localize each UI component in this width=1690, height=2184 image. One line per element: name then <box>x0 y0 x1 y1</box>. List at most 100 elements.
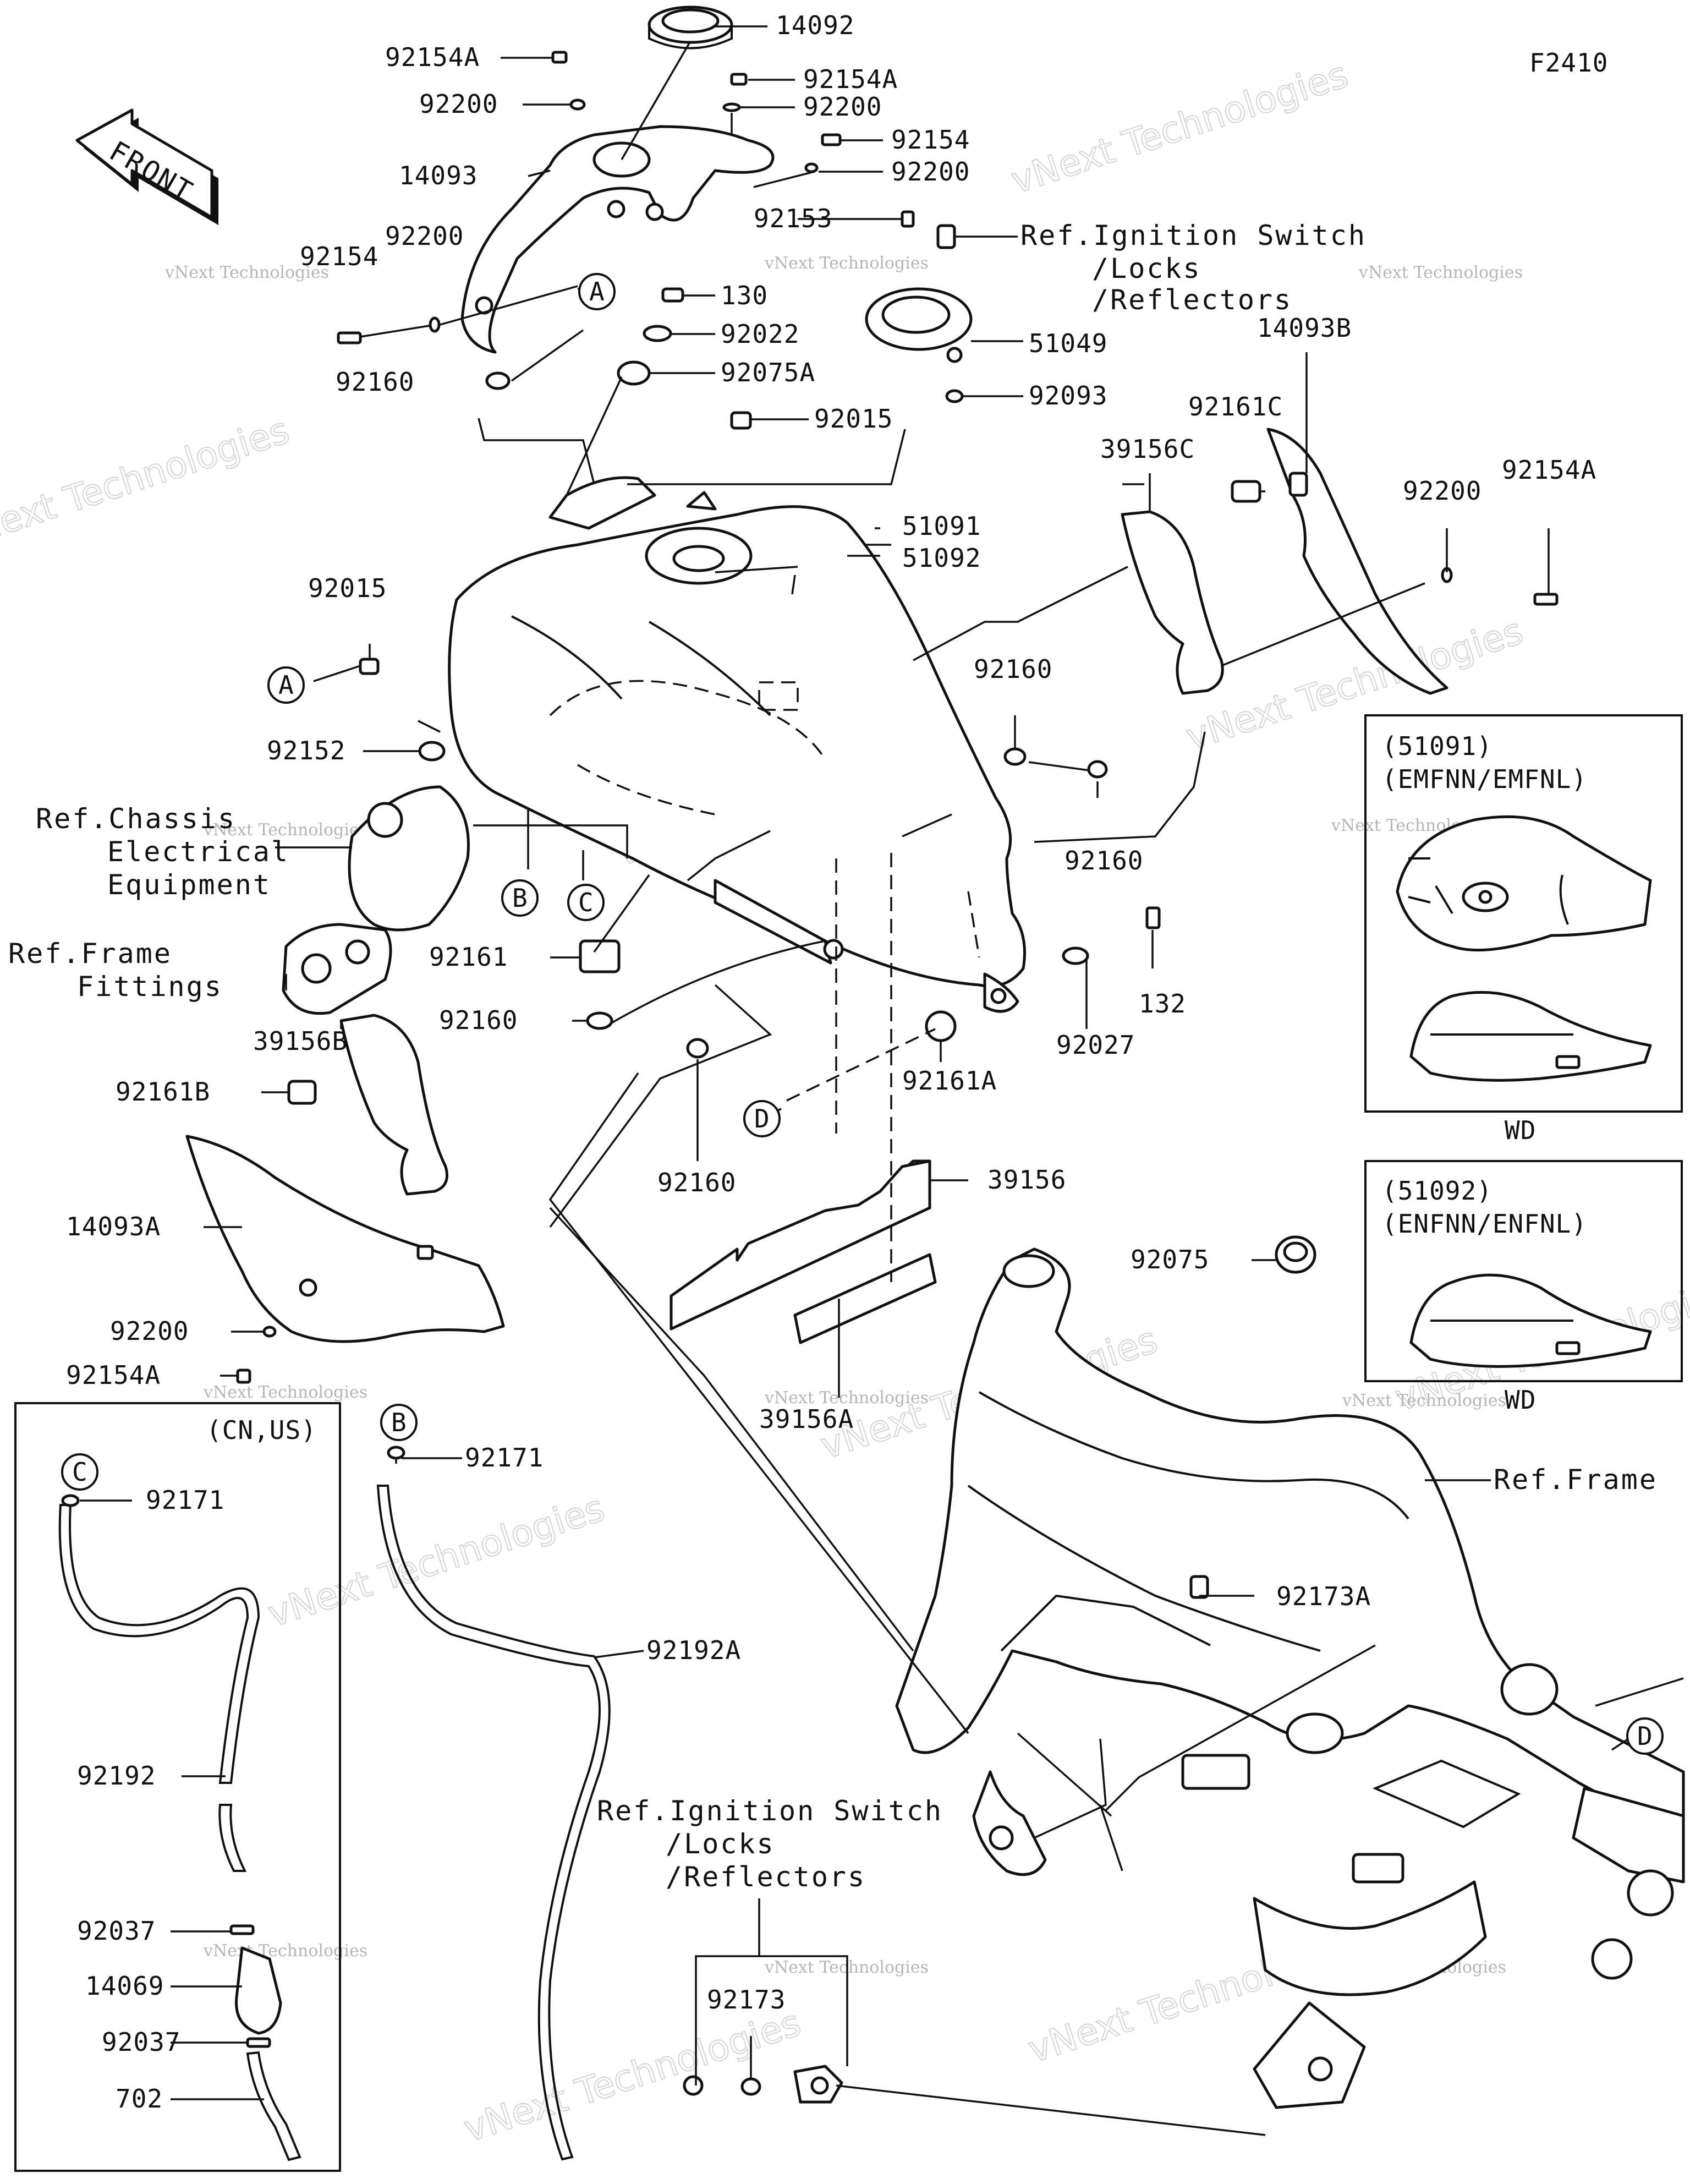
pad-39156-part <box>670 1159 931 1331</box>
bolt-92154-top <box>821 133 842 146</box>
part-number-39156B: 39156B <box>253 1026 348 1056</box>
grommet-92152 <box>418 741 446 762</box>
damper-92161A <box>925 1010 957 1042</box>
variant-51092-code: (51092) <box>1382 1176 1493 1206</box>
hose-92192A <box>376 1485 611 2161</box>
svg-text:Ref.Chassis: Ref.Chassis <box>36 803 236 835</box>
washer-92022 <box>643 325 672 342</box>
ref-chassis-electrical: Ref.Chassis Electrical Equipment <box>36 803 289 901</box>
watermark-9: vNext Technologies <box>1342 1391 1506 1410</box>
part-number-92161C: 92161C <box>1188 392 1283 422</box>
part-number-92154A: 92154A <box>1502 455 1596 485</box>
washer-92173 <box>740 2077 761 2096</box>
part-number-92171: 92171 <box>465 1443 544 1473</box>
tank-upper-cover-part <box>460 125 775 354</box>
washer-92027 <box>1062 946 1089 965</box>
svg-text:Ref.Frame: Ref.Frame <box>8 938 172 970</box>
part-number-92015: 92015 <box>814 404 893 434</box>
part-number-92200: 92200 <box>891 157 970 187</box>
pad-39156B-part <box>339 1014 448 1196</box>
part-number-92154: 92154 <box>891 125 970 155</box>
part-number-92160: 92160 <box>336 367 414 397</box>
variant-51091-models: (EMFNN/EMFNL) <box>1382 764 1587 794</box>
left-side-cover-14093A-part <box>185 1135 505 1343</box>
connector-A-lower: A <box>267 666 305 704</box>
bolt-92173 <box>683 2075 704 2096</box>
part-number-92200: 92200 <box>385 221 464 251</box>
part-number-92171: 92171 <box>146 1485 224 1515</box>
part-number-92152: 92152 <box>267 736 345 765</box>
svg-text:C: C <box>578 888 594 917</box>
market-variant-box <box>14 1402 341 2172</box>
svg-text:/Locks: /Locks <box>1092 253 1201 284</box>
figure-code: F2410 <box>1529 48 1608 78</box>
part-number-14092: 14092 <box>776 10 854 40</box>
part-number-14093A: 14093A <box>66 1212 161 1241</box>
svg-text:Fittings: Fittings <box>77 971 223 1003</box>
connector-A-upper: A <box>578 273 616 310</box>
sensor-92173A <box>1189 1575 1209 1599</box>
washer-92200-top2 <box>722 102 741 112</box>
part-number-14093B: 14093B <box>1257 313 1352 343</box>
washer-92200-left <box>429 316 441 333</box>
part-number-92160: 92160 <box>657 1168 736 1197</box>
grommet-92015-top <box>730 411 752 430</box>
part-number-92161A: 92161A <box>902 1066 997 1096</box>
part-number-92160: 92160 <box>1065 846 1143 875</box>
bolt-92153 <box>901 210 915 228</box>
watermark-big-2: vNext Technologies <box>1006 53 1353 202</box>
part-number-92160: 92160 <box>439 1005 518 1035</box>
svg-text:/Locks: /Locks <box>666 1828 775 1860</box>
damper-92161B <box>287 1080 317 1105</box>
part-number-92022: 92022 <box>721 319 799 349</box>
connector-D-center: D <box>743 1100 781 1137</box>
part-number-92037: 92037 <box>77 1916 156 1946</box>
front-direction-arrow-icon: FRONT <box>75 108 218 225</box>
part-number-51092: 51092 <box>902 543 981 573</box>
svg-text:Electrical: Electrical <box>107 836 289 868</box>
part-number-92200: 92200 <box>419 89 498 119</box>
bolt-130 <box>661 287 684 303</box>
ref-ignition-switch-top: Ref.Ignition Switch /Locks /Reflectors <box>1020 220 1365 316</box>
part-number-92075A: 92075A <box>721 358 815 387</box>
part-number-92154A: 92154A <box>803 64 898 94</box>
part-number-702: 702 <box>116 2084 163 2114</box>
part-number-92154A: 92154A <box>385 42 480 72</box>
grommet-92075 <box>1275 1235 1316 1274</box>
grommet-92160-right1 <box>1003 747 1027 766</box>
grommet-92160-center <box>686 1038 709 1059</box>
watermark-2: vNext Technologies <box>764 254 929 273</box>
part-number-92160: 92160 <box>974 654 1052 684</box>
watermark-8: vNext Technologies <box>764 1388 929 1408</box>
connector-C-upper: C <box>567 884 605 921</box>
watermark-big-1: vNext Technologies <box>0 409 294 557</box>
clamp-92037-2 <box>246 2037 271 2048</box>
variant-51092-footer: WD <box>1505 1385 1536 1415</box>
part-number-92200: 92200 <box>1403 476 1482 506</box>
bolt-92154A-top <box>551 51 568 64</box>
svg-text:D: D <box>754 1104 770 1134</box>
part-number-14069: 14069 <box>85 1971 164 2001</box>
part-number-39156C: 39156C <box>1100 434 1195 464</box>
bolt-92154-left <box>337 331 362 344</box>
part-number-92015: 92015 <box>308 573 387 603</box>
part-number-39156A: 39156A <box>759 1404 854 1434</box>
frame-part <box>895 1247 1685 2109</box>
watermark-1: vNext Technologies <box>164 263 329 282</box>
connector-D-frame: D <box>1626 1717 1664 1755</box>
bolt-92154A-top2 <box>730 73 748 86</box>
leader-lines <box>80 25 1684 2136</box>
svg-text:C: C <box>72 1457 88 1487</box>
clamp-92171-b <box>387 1446 405 1460</box>
bolt-92154A-left-lower <box>236 1369 251 1384</box>
grommet-92160-left <box>586 1011 613 1030</box>
ref-frame: Ref.Frame <box>1494 1464 1656 1496</box>
part-number-92200: 92200 <box>803 92 882 122</box>
watermark-big-5: vNext Technologies <box>263 1487 610 1635</box>
part-number-92153: 92153 <box>754 204 832 233</box>
variant-51092-models: (ENFNN/ENFNL) <box>1382 1209 1587 1239</box>
grommet-92015-left <box>359 658 380 675</box>
ref-ignition-switch-bottom: Ref.Ignition Switch /Locks /Reflectors <box>597 1795 941 1893</box>
watermark-big-8: vNext Technologies <box>459 2001 805 2150</box>
